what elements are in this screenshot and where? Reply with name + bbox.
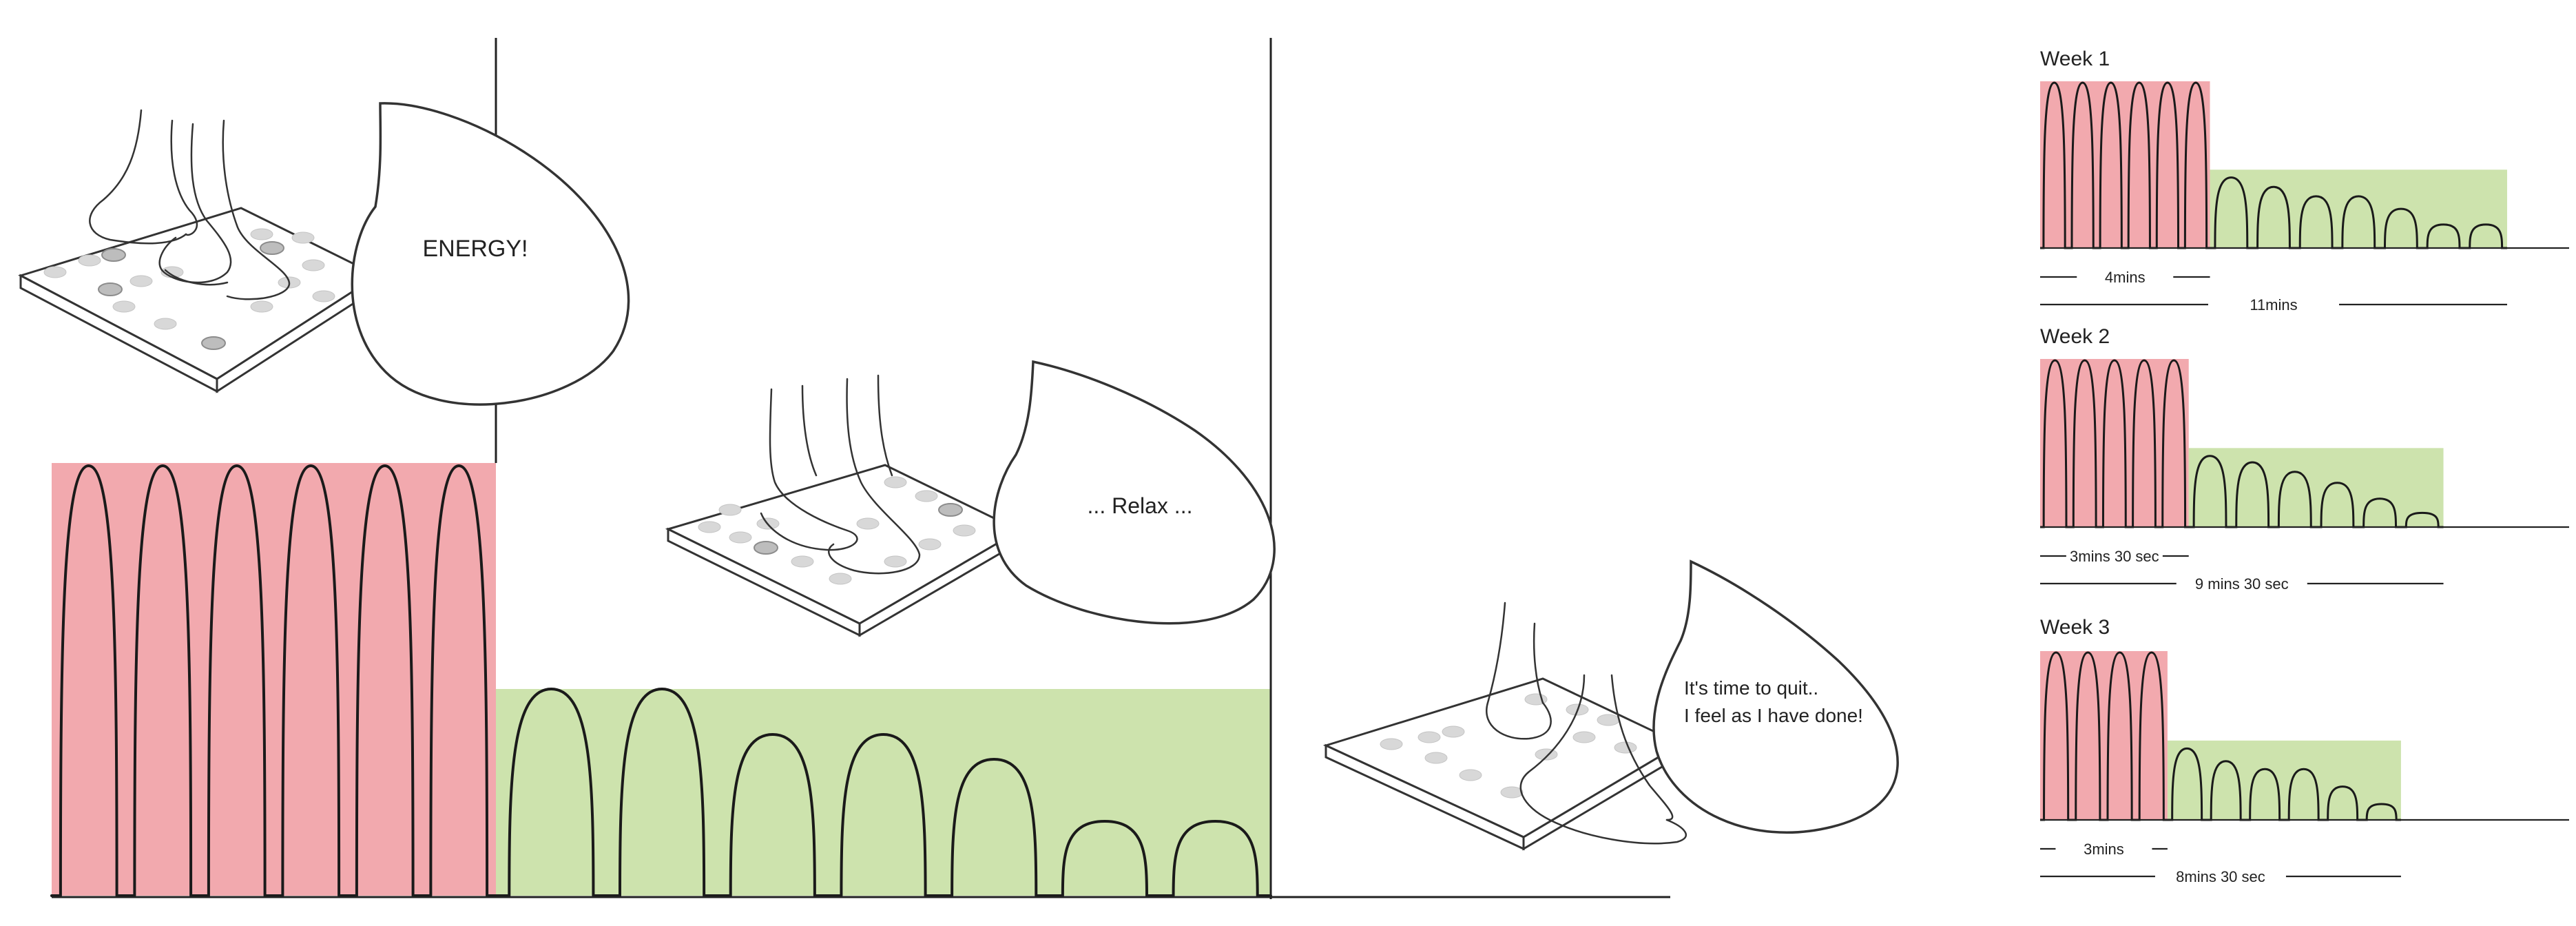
scene-quit: It's time to quit.. I feel as I have don… [1322, 559, 1899, 851]
relax-phase-band [496, 689, 1271, 896]
week-3-total-duration: 8mins 30 sec [2176, 868, 2265, 885]
week-3-chart: Week 3 3mins 8mins 30 sec [2040, 616, 2569, 885]
energy-phase-band [52, 463, 496, 896]
speech-bubble-energy: ENERGY! [351, 102, 630, 406]
speech-bubble-quit: It's time to quit.. I feel as I have don… [1652, 559, 1899, 834]
week-1-energy-band [2040, 81, 2210, 248]
week-2-total-duration: 9 mins 30 sec [2195, 575, 2289, 593]
sensor-mat [1322, 677, 1683, 851]
scene-energy: ENERGY! [18, 102, 630, 406]
feet-sketch [89, 109, 291, 300]
week-1-energy-duration: 4mins [2105, 269, 2146, 286]
week-3-label: Week 3 [2040, 616, 2110, 639]
week-2-chart: Week 2 3mins 30 sec 9 mins 30 sec [2040, 325, 2569, 593]
week-2-label: Week 2 [2040, 325, 2110, 348]
energy-bubble-text: ENERGY! [422, 236, 528, 262]
energy-waveform [50, 464, 1272, 897]
week-1-total-duration: 11mins [2250, 296, 2297, 313]
week-3-relax-band [2167, 740, 2401, 820]
week-2-waveform [2040, 359, 2444, 528]
week-2-relax-band [2188, 448, 2444, 527]
week-1-relax-band [2210, 169, 2507, 248]
quit-bubble-text-line2: I feel as I have done! [1684, 705, 1863, 726]
sensor-mat [18, 207, 380, 393]
week-3-energy-band [2040, 651, 2168, 820]
main-waveform-panel [50, 463, 1670, 898]
sensor-mat [665, 464, 1022, 637]
relax-bubble-text: ... Relax ... [1088, 493, 1193, 518]
week-3-energy-duration: 3mins [2084, 841, 2124, 858]
quit-bubble-text-line1: It's time to quit.. [1684, 677, 1818, 699]
speech-bubble-relax: ... Relax ... [993, 360, 1276, 625]
scene-relax: ... Relax ... [665, 360, 1276, 637]
feet-sketch [760, 374, 921, 575]
week-1-chart: Week 1 4mins 11mins [2040, 48, 2569, 313]
week-2-energy-duration: 3mins 30 sec [2070, 548, 2159, 565]
week-1-label: Week 1 [2040, 48, 2110, 70]
feet-sketch [1486, 601, 1687, 845]
